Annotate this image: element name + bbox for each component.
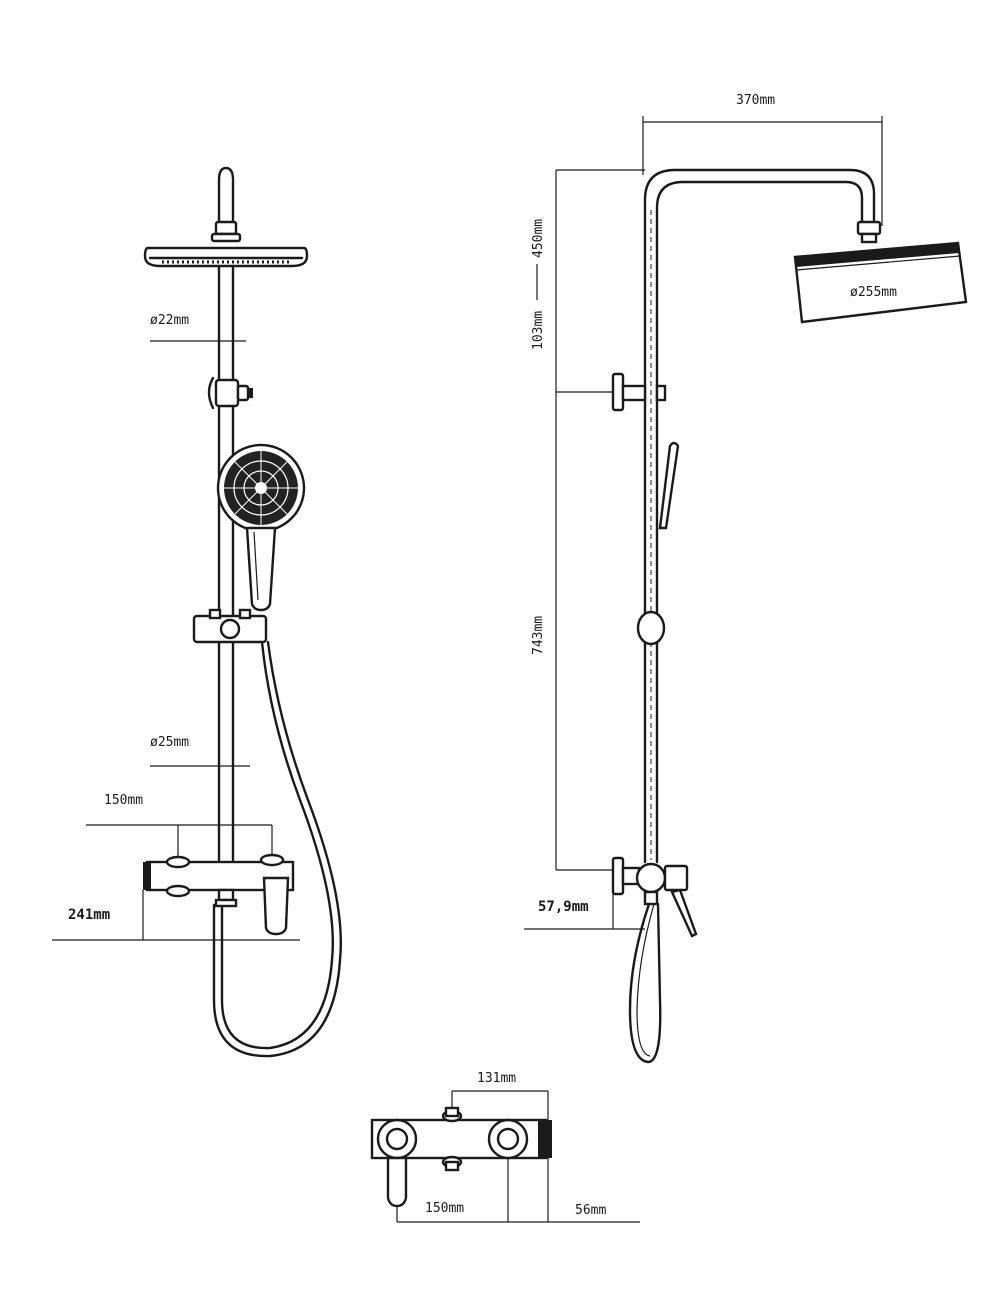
front-hose [220, 640, 335, 1050]
dim-top-mixer-spacing: 150mm [425, 1201, 464, 1216]
dim-rail-length: 743mm [531, 616, 546, 655]
front-top-hook [217, 166, 235, 224]
dim-head-rail-diameter: ø22mm [150, 313, 189, 328]
dim-arm-reach: 370mm [736, 93, 775, 108]
side-hose [628, 902, 662, 1064]
front-upper-wall-bracket [207, 376, 215, 410]
side-upper-wall-bracket [611, 372, 625, 412]
side-sliding-holder [636, 610, 666, 646]
dim-wall-offset: 57,9mm [538, 899, 589, 915]
dim-head-diameter: ø255mm [850, 285, 897, 300]
front-mixer-valve [143, 853, 295, 936]
dim-top-outlet: 56mm [575, 1203, 606, 1218]
side-view: 370mm ø255mm 450mm 103mm 743mm [524, 93, 968, 1064]
dim-top-spacing: 131mm [477, 1071, 516, 1086]
front-arm-connector [214, 220, 238, 236]
dim-mixer-height: 241mm [68, 907, 110, 923]
dim-rail-diameter: ø25mm [150, 735, 189, 750]
front-hand-shower [216, 443, 306, 612]
dim-arm-drop: 450mm [531, 219, 546, 258]
top-lever [386, 1156, 408, 1208]
front-view: ø22mm ø25mm [52, 166, 343, 1058]
dim-arm-offset: 103mm [531, 311, 546, 350]
dim-mixer-spacing-front: 150mm [104, 793, 143, 808]
top-view: 131mm 150mm 56mm [370, 1071, 640, 1223]
side-overhead-shower-head [793, 241, 968, 324]
side-shower-arm [643, 168, 876, 864]
side-mixer-valve [611, 856, 698, 938]
side-hand-shower [658, 441, 680, 530]
